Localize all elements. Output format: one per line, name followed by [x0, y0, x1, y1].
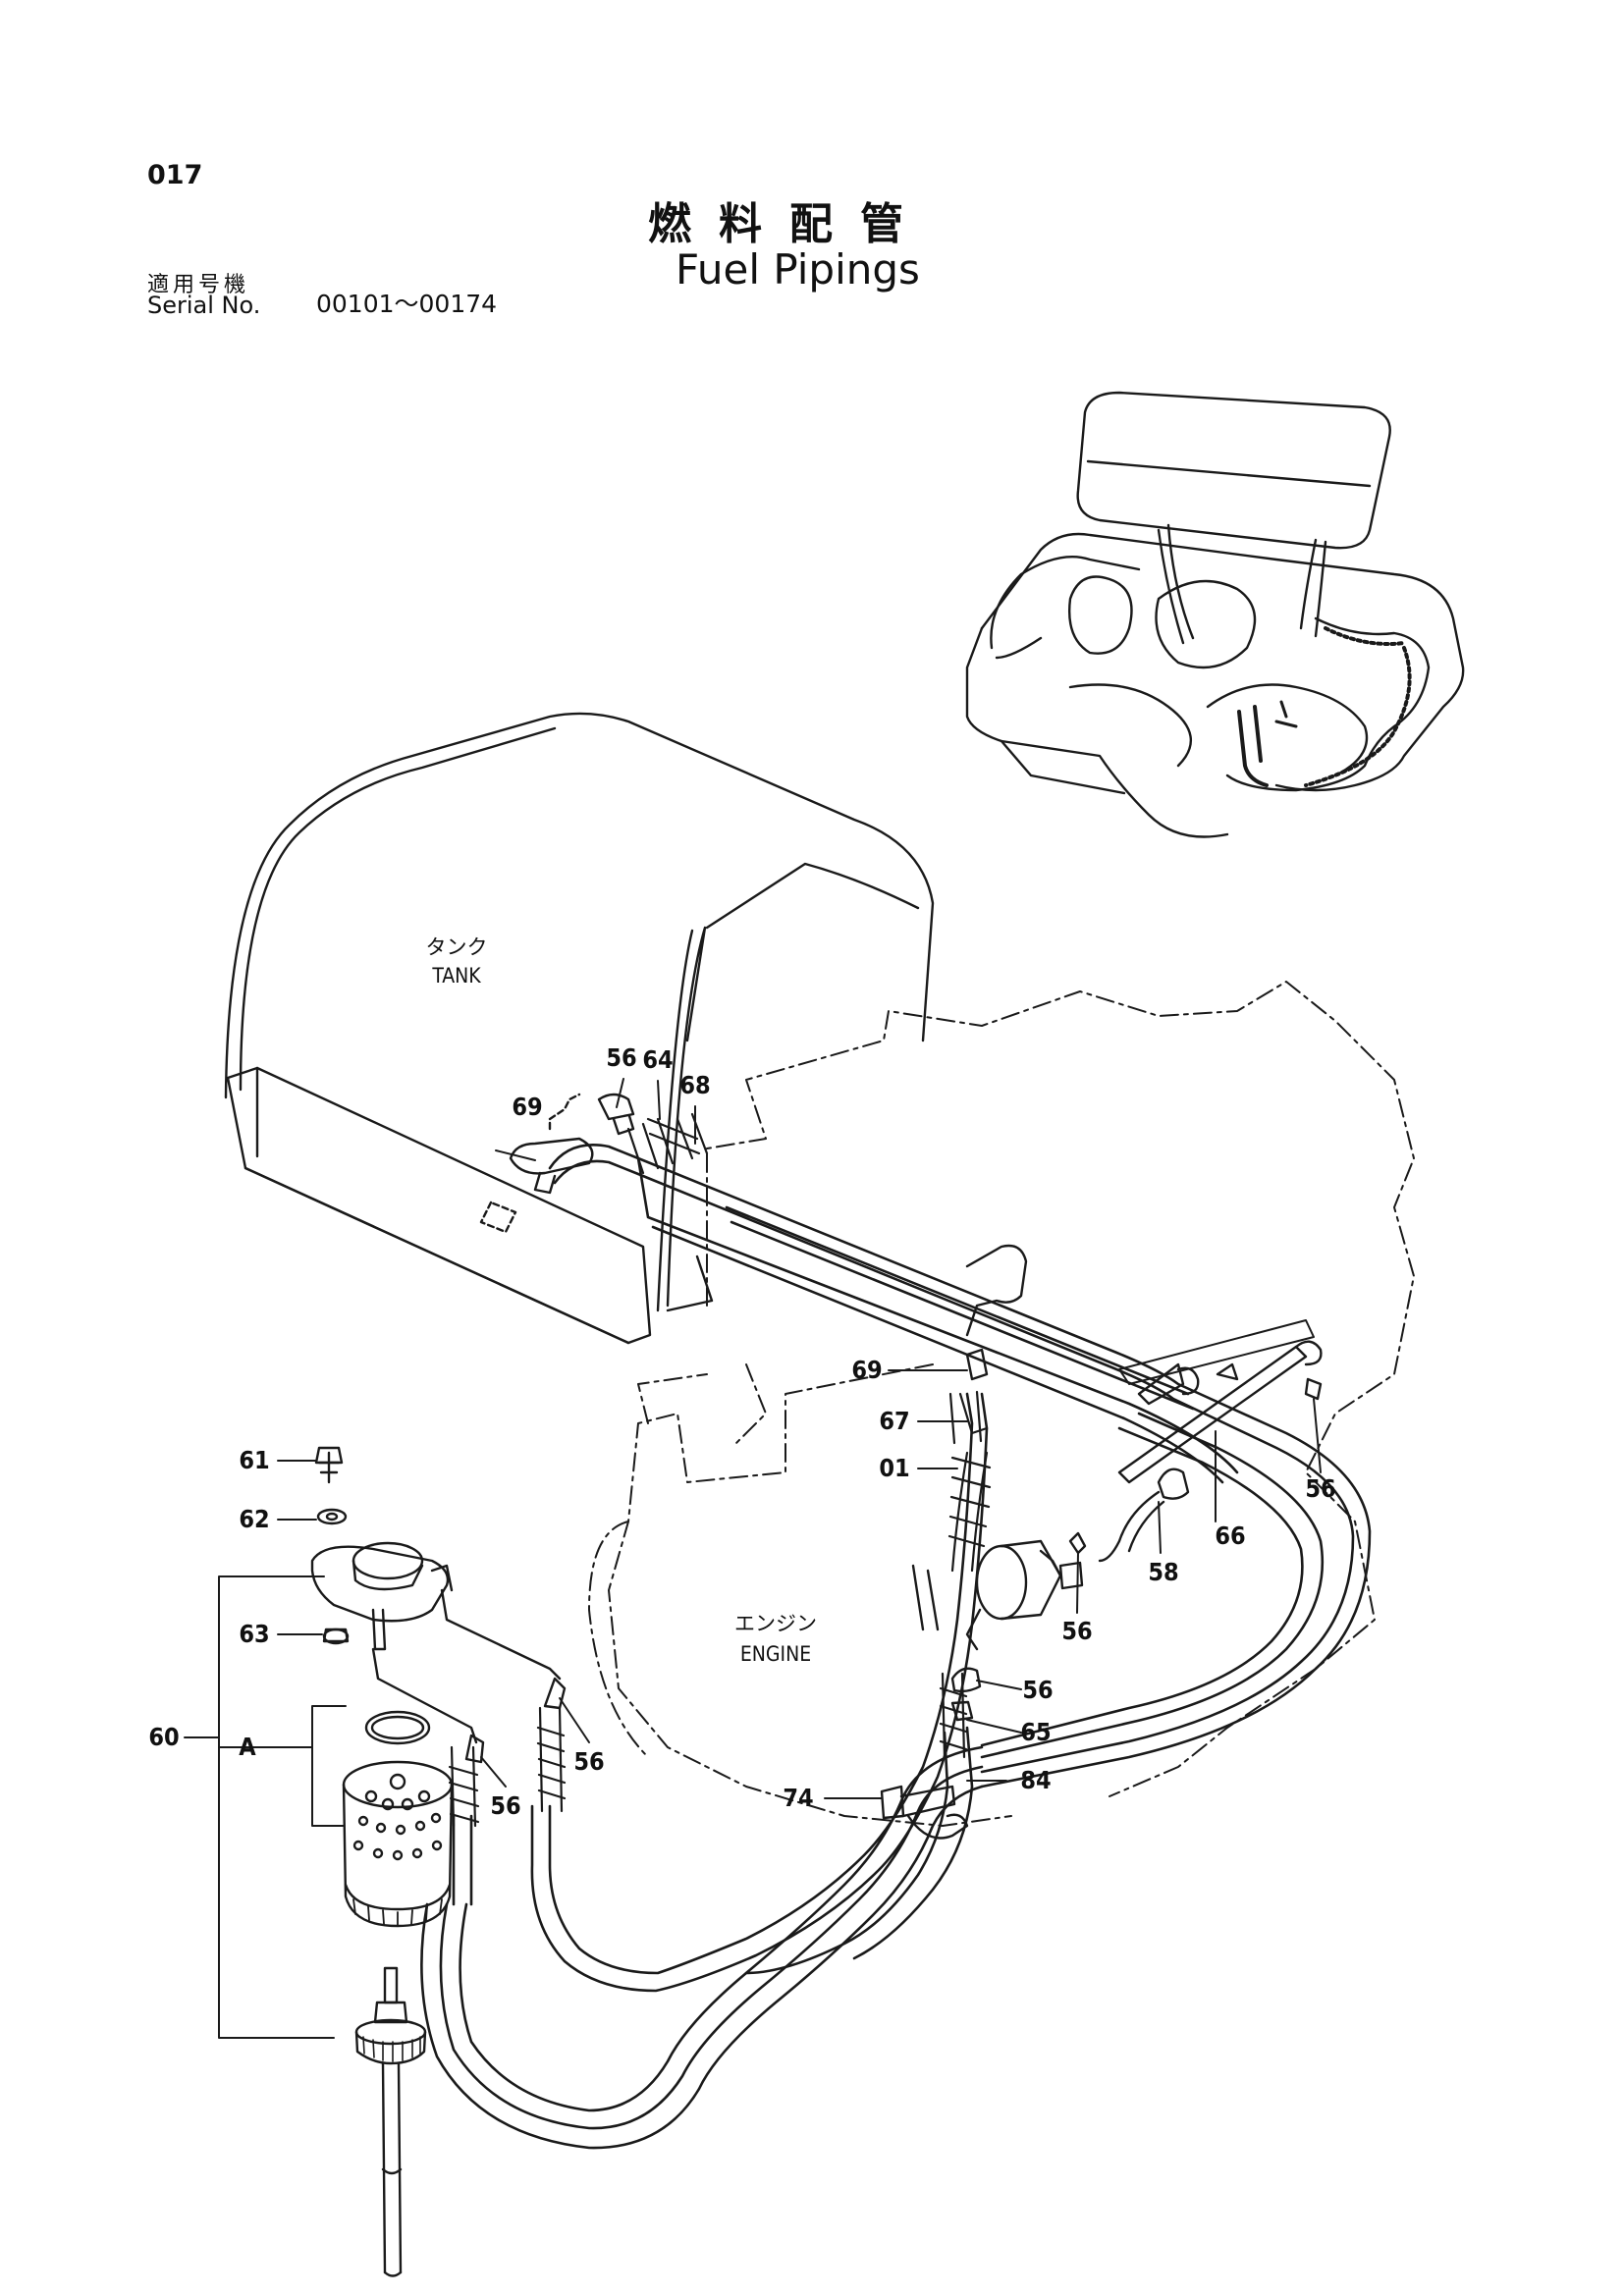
- leader-lines: [184, 1078, 1322, 1799]
- frame-components: [479, 1093, 1323, 1840]
- callout-74: 74: [783, 1784, 813, 1812]
- engine-label-jp: エンジン: [734, 1612, 817, 1635]
- title-japanese: 燃料配管: [648, 199, 931, 249]
- callout-56: 56: [490, 1791, 520, 1820]
- callout-69: 69: [851, 1356, 882, 1384]
- callout-56: 56: [573, 1747, 604, 1776]
- callout-64: 64: [642, 1045, 673, 1074]
- callout-a: A: [239, 1733, 256, 1761]
- callout-62: 62: [239, 1505, 269, 1533]
- serial-label-japanese: 適用号機: [147, 273, 250, 297]
- title-english: Fuel Pipings: [676, 245, 920, 294]
- engine-label-en: ENGINE: [740, 1642, 811, 1666]
- tank-label-jp: タンク: [426, 935, 488, 959]
- callouts: 56 64 68 69 69 67 01 61 62 63 60 A 56 58…: [148, 1043, 1335, 1820]
- serial-label-english: Serial No.: [147, 292, 261, 319]
- callout-69: 69: [512, 1093, 542, 1121]
- callout-56: 56: [1305, 1474, 1335, 1503]
- callout-67: 67: [879, 1407, 909, 1435]
- callout-56: 56: [1061, 1617, 1092, 1645]
- tank-label-en: TANK: [431, 964, 481, 988]
- callout-56: 56: [1022, 1676, 1053, 1704]
- pipe-bundle: [420, 1144, 1372, 2150]
- fuel-filter-assembly: [310, 1446, 567, 2277]
- callout-01: 01: [879, 1454, 909, 1482]
- callout-63: 63: [239, 1620, 269, 1648]
- page-number: 017: [147, 160, 203, 190]
- callout-61: 61: [239, 1446, 269, 1474]
- callout-84: 84: [1020, 1766, 1051, 1794]
- machine-overview-illustration: [965, 391, 1465, 838]
- serial-range: 00101～00174: [316, 290, 498, 318]
- callout-60: 60: [148, 1723, 179, 1751]
- engine-outline: [588, 981, 1415, 1827]
- callout-66: 66: [1215, 1522, 1245, 1550]
- group-brackets: [218, 1575, 347, 2039]
- callout-56: 56: [606, 1043, 636, 1072]
- callout-58: 58: [1148, 1558, 1178, 1586]
- callout-68: 68: [679, 1071, 710, 1099]
- callout-65: 65: [1020, 1718, 1051, 1746]
